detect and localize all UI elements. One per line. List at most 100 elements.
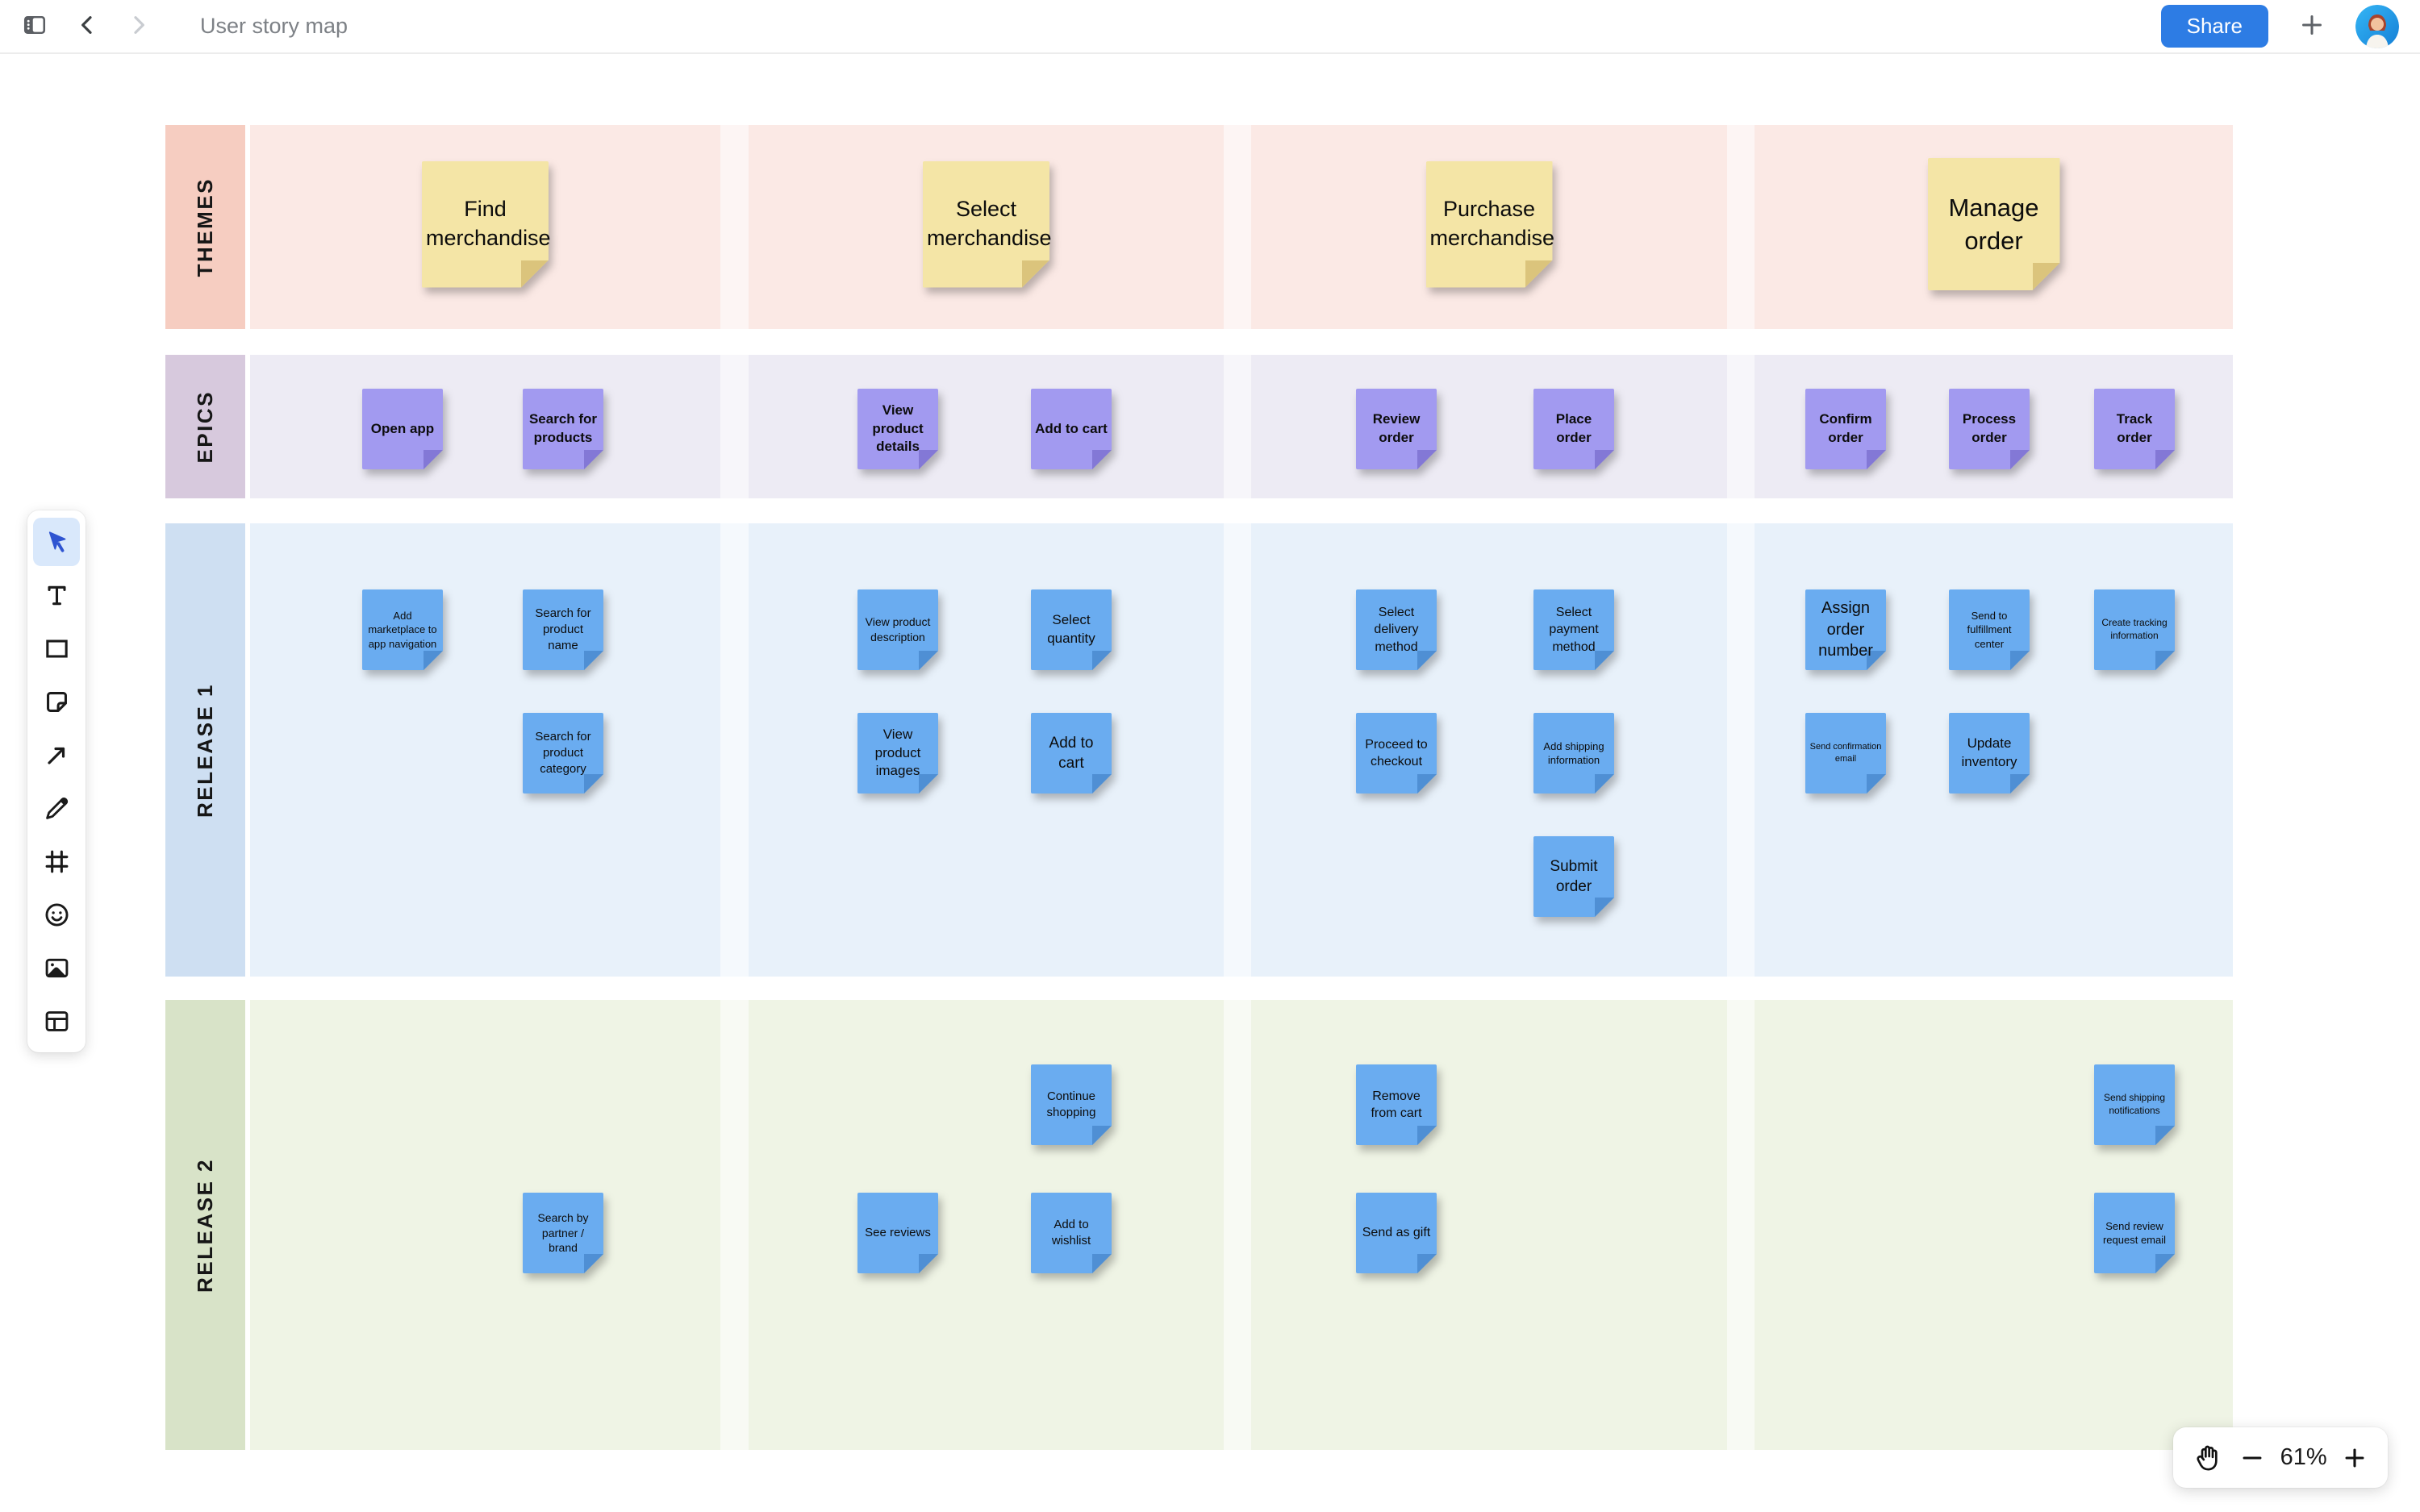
plus-icon: [2297, 10, 2326, 42]
hand-icon: [2193, 1442, 2225, 1474]
tool-frame[interactable]: [33, 837, 80, 885]
sticky-note-story[interactable]: Send to fulfillment center: [1949, 589, 2030, 670]
note-fold-corner: [1092, 1254, 1112, 1273]
tool-connector[interactable]: [33, 731, 80, 779]
note-fold-corner: [2155, 1126, 2175, 1145]
note-fold-corner: [1867, 774, 1886, 793]
sticky-note-epic[interactable]: Track order: [2094, 389, 2175, 469]
column-gap: [1727, 523, 1754, 977]
sticky-note-story[interactable]: Select payment method: [1533, 589, 1614, 670]
note-text: Send to fulfillment center: [1967, 610, 2012, 650]
sticky-note-story[interactable]: See reviews: [857, 1193, 938, 1273]
share-button[interactable]: Share: [2160, 5, 2268, 48]
note-fold-corner: [1417, 1254, 1437, 1273]
note-fold-corner: [424, 450, 443, 469]
sticky-note-story[interactable]: Update inventory: [1949, 713, 2030, 793]
sticky-note-story[interactable]: Remove from cart: [1356, 1064, 1437, 1145]
note-fold-corner: [1417, 774, 1437, 793]
note-fold-corner: [584, 450, 603, 469]
note-fold-corner: [1092, 774, 1112, 793]
column-gap: [720, 1000, 749, 1450]
note-text: Add shipping information: [1543, 739, 1604, 766]
note-fold-corner: [1022, 260, 1049, 288]
note-text: Manage order: [1948, 193, 2039, 255]
forward-button[interactable]: [126, 12, 152, 40]
zoom-level[interactable]: 61%: [2280, 1444, 2327, 1470]
note-text: Send confirmation email: [1809, 742, 1882, 764]
sticky-note-epic[interactable]: Open app: [362, 389, 443, 469]
sticky-note-story[interactable]: Add to wishlist: [1031, 1193, 1112, 1273]
sticky-note-story[interactable]: Add shipping information: [1533, 713, 1614, 793]
zoom-in-button[interactable]: [2341, 1444, 2368, 1472]
column-gap: [720, 355, 749, 498]
image-icon: [43, 954, 71, 982]
sticky-note-story[interactable]: View product description: [857, 589, 938, 670]
tool-sticky-note[interactable]: [33, 677, 80, 726]
sticky-note-story[interactable]: Assign order number: [1805, 589, 1886, 670]
note-fold-corner: [2155, 450, 2175, 469]
add-button[interactable]: [2297, 10, 2326, 42]
note-text: Track order: [2116, 411, 2153, 445]
hand-tool-button[interactable]: [2193, 1442, 2225, 1474]
sticky-note-theme[interactable]: Find merchandise: [422, 161, 551, 288]
note-text: Continue shopping: [1046, 1089, 1096, 1119]
sticky-note-theme[interactable]: Manage order: [1928, 158, 2060, 290]
row-label-text: THEMES: [193, 177, 217, 277]
sticky-note-epic[interactable]: Add to cart: [1031, 389, 1112, 469]
sticky-note-story[interactable]: Send review request email: [2094, 1193, 2175, 1273]
row-label-themes[interactable]: THEMES: [165, 125, 245, 329]
page-title[interactable]: User story map: [200, 14, 348, 38]
tool-shape[interactable]: [33, 624, 80, 673]
note-text: Process order: [1962, 411, 2017, 445]
sticky-note-story[interactable]: Add marketplace to app navigation: [362, 589, 443, 670]
note-fold-corner: [2010, 651, 2030, 670]
note-fold-corner: [584, 1254, 603, 1273]
top-toolbar: User story map Share: [0, 0, 2420, 54]
note-text: Add to wishlist: [1051, 1218, 1091, 1248]
sidebar-toggle-button[interactable]: [21, 11, 48, 41]
sticky-note-epic[interactable]: Review order: [1356, 389, 1437, 469]
sticky-note-theme[interactable]: Purchase merchandise: [1426, 161, 1554, 288]
zoom-out-button[interactable]: [2238, 1444, 2266, 1472]
row-label-release2[interactable]: RELEASE 2: [165, 1000, 245, 1450]
tool-emoji[interactable]: [33, 890, 80, 939]
sticky-note-epic[interactable]: Process order: [1949, 389, 2030, 469]
note-fold-corner: [2010, 450, 2030, 469]
sticky-note-story[interactable]: Submit order: [1533, 836, 1614, 917]
sticky-note-story[interactable]: Create tracking information: [2094, 589, 2175, 670]
sticky-note-story[interactable]: Select quantity: [1031, 589, 1112, 670]
sticky-note-theme[interactable]: Select merchandise: [923, 161, 1052, 288]
sticky-note-story[interactable]: Proceed to checkout: [1356, 713, 1437, 793]
sticky-note-story[interactable]: Search by partner / brand: [523, 1193, 603, 1273]
note-text: See reviews: [865, 1226, 931, 1240]
tool-select[interactable]: [33, 518, 80, 566]
sticky-note-epic[interactable]: Confirm order: [1805, 389, 1886, 469]
tool-table[interactable]: [33, 997, 80, 1045]
tool-text[interactable]: [33, 571, 80, 619]
tool-image[interactable]: [33, 943, 80, 992]
note-text: Add marketplace to app navigation: [368, 610, 437, 650]
row-label-text: RELEASE 2: [193, 1157, 217, 1293]
back-button[interactable]: [74, 12, 100, 40]
row-label-release1[interactable]: RELEASE 1: [165, 523, 245, 977]
sticky-note-epic[interactable]: View product details: [857, 389, 938, 469]
note-fold-corner: [1867, 450, 1886, 469]
avatar[interactable]: [2355, 4, 2399, 48]
sticky-note-story[interactable]: Send confirmation email: [1805, 713, 1886, 793]
sticky-note-story[interactable]: Search for product name: [523, 589, 603, 670]
sticky-note-story[interactable]: Add to cart: [1031, 713, 1112, 793]
sticky-note-epic[interactable]: Search for products: [523, 389, 603, 469]
sticky-note-story[interactable]: Continue shopping: [1031, 1064, 1112, 1145]
note-fold-corner: [1092, 1126, 1112, 1145]
sticky-note-story[interactable]: Search for product category: [523, 713, 603, 793]
row-label-epics[interactable]: EPICS: [165, 355, 245, 498]
sticky-note-story[interactable]: Send shipping notifications: [2094, 1064, 2175, 1145]
sticky-note-story[interactable]: Send as gift: [1356, 1193, 1437, 1273]
sticky-note-story[interactable]: View product images: [857, 713, 938, 793]
pencil-icon: [43, 794, 71, 823]
sticky-note-story[interactable]: Select delivery method: [1356, 589, 1437, 670]
sticky-note-epic[interactable]: Place order: [1533, 389, 1614, 469]
tool-pencil[interactable]: [33, 784, 80, 832]
column-gap: [1224, 125, 1251, 329]
